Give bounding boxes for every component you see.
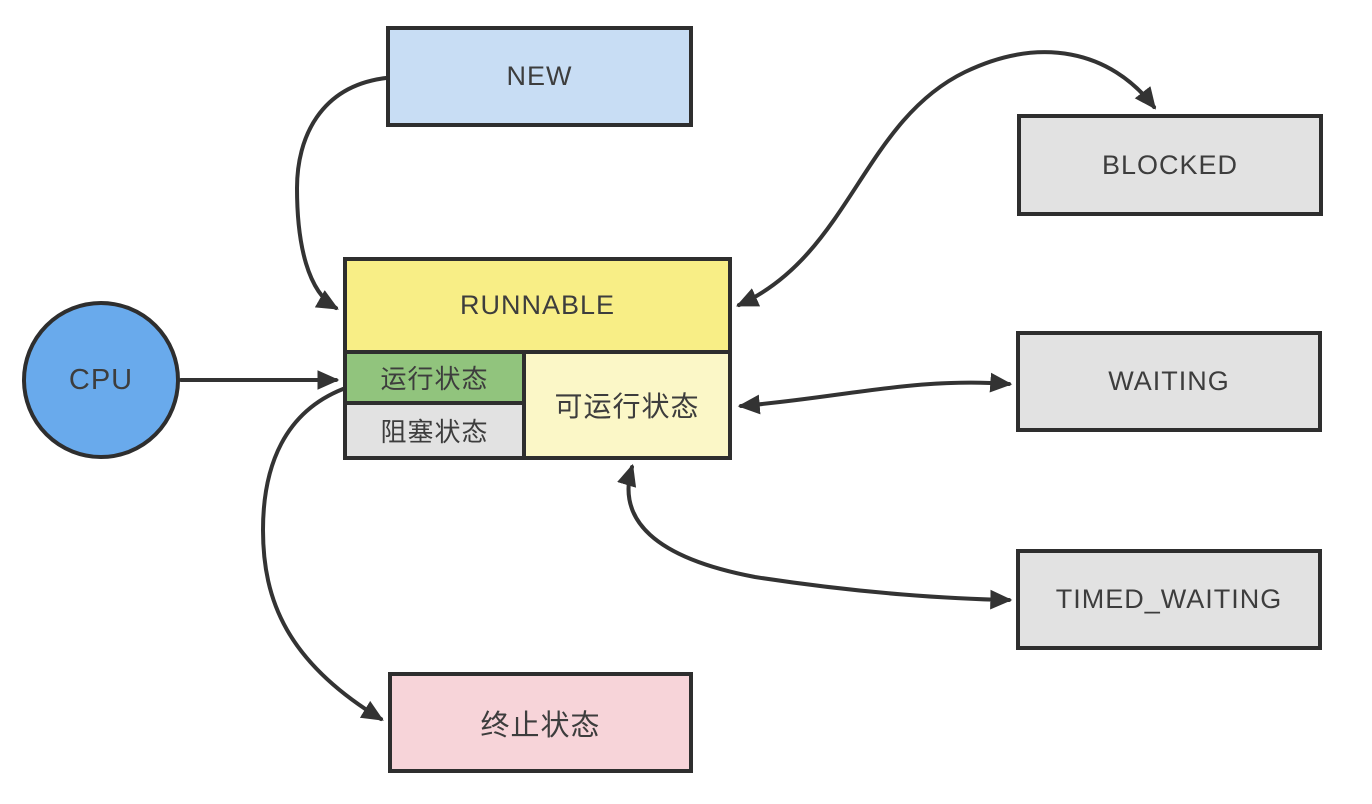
runnable-label: RUNNABLE [459,290,616,320]
terminated-label: 终止状态 [480,709,601,742]
node-blocked: BLOCKED [1017,114,1323,216]
node-cpu: CPU [22,301,180,459]
blocked-state-label: 阻塞状态 [380,417,489,447]
timed-waiting-label: TIMED_WAITING [1055,584,1283,614]
node-blocked-state: 阻塞状态 [347,405,526,456]
node-running-state: 运行状态 [347,354,526,405]
arrow-new-to-runnable [294,76,388,310]
cpu-label: CPU [68,363,134,396]
node-terminated: 终止状态 [388,672,693,773]
arrow-runnable-timed-waiting [617,463,1013,610]
waiting-label: WAITING [1108,366,1230,396]
node-new: NEW [386,26,693,127]
node-runnable-group: RUNNABLE 运行状态 阻塞状态 可运行状态 [343,257,732,460]
runnable-state-label: 可运行状态 [554,391,700,422]
node-runnable: RUNNABLE [347,261,728,354]
node-waiting: WAITING [1016,331,1322,432]
node-runnable-state: 可运行状态 [526,354,728,456]
node-timed-waiting: TIMED_WAITING [1016,549,1322,650]
arrow-runnable-to-terminated [260,387,384,721]
blocked-label: BLOCKED [1101,149,1239,180]
arrow-runnable-blocked [735,50,1157,307]
arrow-runnable-waiting [737,372,1013,415]
new-label: NEW [506,61,573,91]
running-state-label: 运行状态 [380,364,489,394]
